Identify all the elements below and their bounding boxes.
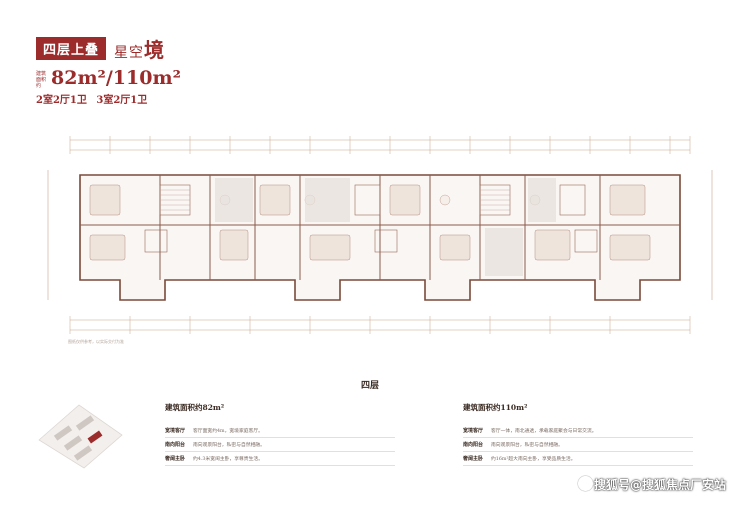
spec-value: 客厅一体，南北通透，承载家庭聚会与日常交流。	[491, 429, 597, 434]
spec-key: 奢阔主卧	[463, 456, 484, 462]
brand-char: 境	[144, 38, 166, 62]
spec-110-title: 建筑面积约110m²	[463, 403, 528, 412]
site-map-thumbnail	[38, 404, 123, 469]
spec-value: 南向观景阳台，私密与自然相融。	[491, 443, 563, 448]
spec-row: 宽境客厅 客厅一体，南北通透，承载家庭聚会与日常交流。	[463, 424, 693, 438]
section-title: 四层	[360, 381, 379, 391]
watermark: 搜狐号@搜狐焦点厂安站	[578, 476, 726, 493]
watermark-text: 搜狐号@搜狐焦点厂安站	[594, 478, 727, 492]
spec-key: 宽境客厅	[165, 428, 186, 434]
spec-row: 宽境客厅 客厅面宽约4m，宽境家庭客厅。	[165, 424, 395, 438]
spec-row: 奢阔主卧 约4.3米宽阔主卧，享尊贵生活。	[165, 452, 395, 466]
area-label: 建筑面积约	[36, 71, 47, 89]
spec-82-title: 建筑面积约82m²	[165, 403, 225, 412]
floor-plan	[47, 136, 713, 334]
header: 四层上叠 星空境 建筑面积约 82m²/110m² 2室2厅1卫 3室2厅1卫	[36, 34, 181, 106]
spec-key: 奢阔主卧	[165, 456, 186, 462]
spec-110: 建筑面积约110m² 宽境客厅 客厅一体，南北通透，承载家庭聚会与日常交流。 南…	[463, 402, 693, 466]
spec-row: 南向阳台 南向观景阳台，私密与自然相融。	[165, 438, 395, 452]
sohu-logo-icon	[578, 476, 593, 491]
spec-key: 南向阳台	[165, 442, 186, 448]
spec-value: 约16m²超大南向主卧，享受品质生活。	[491, 457, 576, 462]
floor-badge: 四层上叠	[36, 37, 107, 60]
spec-row: 南向阳台 南向观景阳台，私密与自然相融。	[463, 438, 693, 452]
area-value: 82m²/110m²	[51, 67, 181, 89]
spec-value: 客厅面宽约4m，宽境家庭客厅。	[193, 429, 263, 434]
spec-key: 宽境客厅	[463, 428, 484, 434]
brand-name: 星空境	[114, 34, 165, 63]
area-row: 建筑面积约 82m²/110m²	[36, 67, 181, 89]
spec-row: 奢阔主卧 约16m²超大南向主卧，享受品质生活。	[463, 452, 693, 466]
title-row: 四层上叠 星空境	[36, 34, 181, 63]
spec-82: 建筑面积约82m² 宽境客厅 客厅面宽约4m，宽境家庭客厅。 南向阳台 南向观景…	[165, 402, 395, 466]
brand-prefix: 星空	[114, 45, 145, 61]
plan-note: 图纸仅供参考，以实际交付为准	[68, 339, 124, 344]
spec-key: 南向阳台	[463, 442, 484, 448]
spec-value: 约4.3米宽阔主卧，享尊贵生活。	[193, 457, 263, 462]
room-types: 2室2厅1卫 3室2厅1卫	[36, 95, 148, 106]
spec-value: 南向观景阳台，私密与自然相融。	[193, 443, 265, 448]
